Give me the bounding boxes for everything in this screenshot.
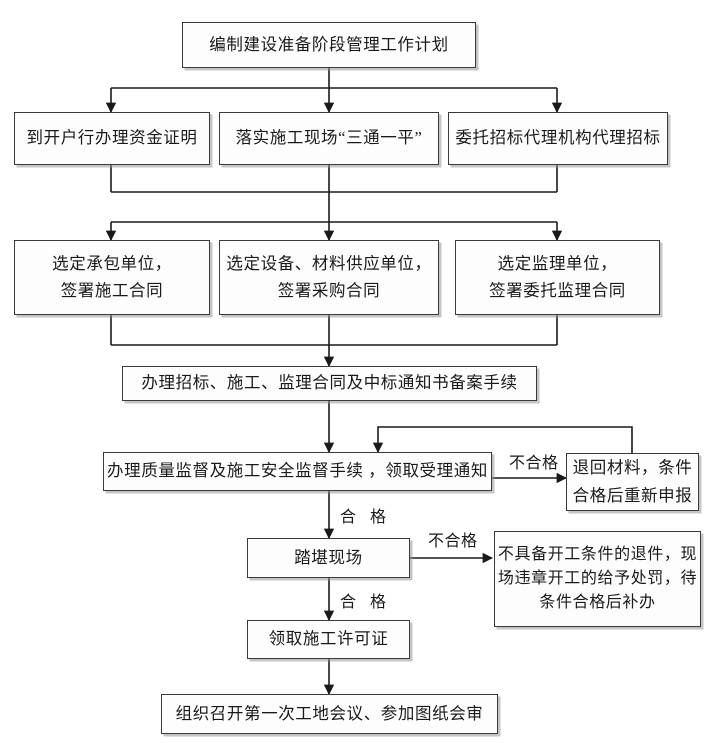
node-line: 办理招标、施工、监理合同及中标通知书备案手续: [141, 373, 518, 393]
edge-label-qualified-2: 合 格: [340, 594, 392, 611]
node-line: 选定设备、材料供应单位，: [226, 253, 432, 273]
node-line: 办理质量监督及施工安全监督手续 ，领取受理通知: [107, 461, 488, 481]
node-line: 签署施工合同: [60, 281, 164, 300]
node-quality-safety-supervision[interactable]: 办理质量监督及施工安全监督手续 ，领取受理通知: [103, 452, 492, 491]
node-line: 选定承包单位，: [52, 253, 172, 273]
node-line: 委托招标代理机构代理招标: [455, 128, 661, 148]
node-site-three-connections[interactable]: 落实施工现场“三通一平”: [219, 112, 439, 165]
node-line: 签署采购合同: [277, 281, 381, 300]
node-select-supplier[interactable]: 选定设备、材料供应单位， 签署采购合同: [219, 240, 439, 315]
node-return-materials[interactable]: 退回材料，条件 合格后重新申报: [566, 453, 699, 511]
node-select-contractor[interactable]: 选定承包单位， 签署施工合同: [14, 240, 210, 315]
node-line: 合格后重新申报: [572, 485, 693, 505]
edge-label-unqualified-2: 不合格: [428, 533, 478, 550]
node-line: 不具备开工条件的退件，现: [497, 546, 698, 563]
node-line: 退回材料，条件: [572, 458, 693, 477]
node-line: 场违章开工的给予处罚，待: [497, 570, 698, 587]
node-line: 签署委托监理合同: [489, 281, 626, 300]
node-line: 编制建设准备阶段管理工作计划: [209, 34, 449, 54]
node-line: 踏堪现场: [294, 547, 363, 567]
node-line: 领取施工许可证: [268, 629, 389, 649]
node-bank-fund-certificate[interactable]: 到开户行办理资金证明: [14, 112, 210, 165]
node-entrust-bidding-agency[interactable]: 委托招标代理机构代理招标: [448, 112, 668, 165]
node-construction-permit[interactable]: 领取施工许可证: [247, 620, 410, 659]
node-not-qualified-penalty[interactable]: 不具备开工条件的退件，现 场违章开工的给予处罚，待 条件合格后补办: [494, 531, 701, 627]
node-plan-preparation[interactable]: 编制建设准备阶段管理工作计划: [182, 22, 476, 68]
edge-label-unqualified-1: 不合格: [509, 455, 559, 472]
node-line: 条件合格后补办: [539, 594, 656, 611]
node-contract-filing[interactable]: 办理招标、施工、监理合同及中标通知书备案手续: [122, 366, 537, 401]
edge-label-qualified-1: 合 格: [340, 509, 392, 526]
node-line: 到开户行办理资金证明: [26, 128, 198, 148]
node-site-survey[interactable]: 踏堪现场: [247, 538, 410, 578]
node-line: 落实施工现场“三通一平”: [235, 128, 423, 148]
node-select-supervisor[interactable]: 选定监理单位， 签署委托监理合同: [455, 240, 660, 315]
edge-n10-feedback-to-n9: [372, 426, 633, 454]
node-first-site-meeting[interactable]: 组织召开第一次工地会议、参加图纸会审: [161, 694, 498, 734]
node-line: 组织召开第一次工地会议、参加图纸会审: [175, 703, 484, 723]
node-line: 选定监理单位，: [497, 253, 618, 273]
